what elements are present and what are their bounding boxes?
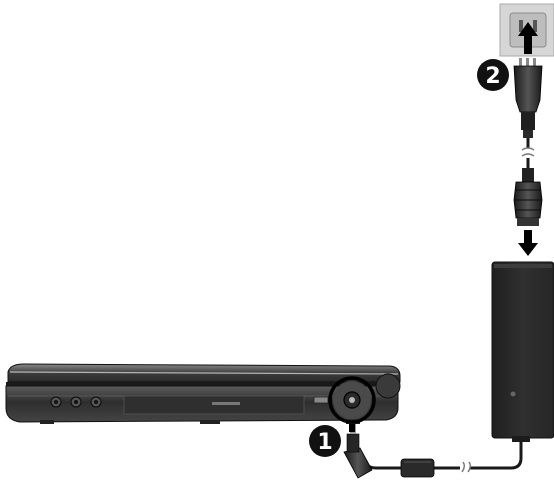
dc-in-jack: [328, 376, 376, 424]
plug-in-arrow-top: [518, 22, 538, 54]
ac-plug-icon: [513, 58, 543, 138]
step-number-2: 2: [485, 64, 500, 89]
plug-in-arrow-adapter: [518, 230, 538, 256]
audio-jacks: [50, 396, 102, 408]
step-badge-1: 1: [309, 425, 341, 457]
power-adapter-icon: [491, 261, 554, 442]
laptop-icon: [5, 363, 401, 424]
ac-cable: [521, 138, 535, 168]
ac-connector-icon: [513, 168, 543, 226]
step-badge-2: 2: [477, 59, 509, 91]
dc-plug-icon: [343, 420, 373, 479]
step-number-1: 1: [317, 430, 332, 455]
dc-cable: [360, 442, 523, 478]
